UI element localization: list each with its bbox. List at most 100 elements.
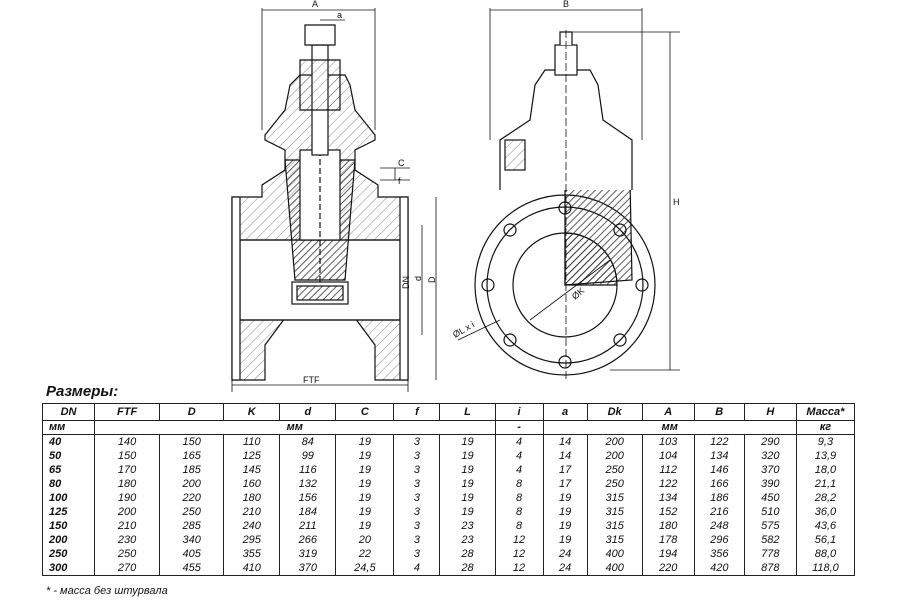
table-cell: 3: [393, 519, 441, 533]
table-cell: 118,0: [795, 561, 856, 576]
dim-label-FTF: FTF: [303, 375, 320, 385]
table-cell: 400: [586, 547, 643, 561]
table-cell: 170: [94, 463, 161, 477]
table-cell: 450: [743, 491, 797, 505]
table-cell: 19: [439, 463, 496, 477]
units-row: мм мм - мм кг: [41, 420, 856, 435]
table-cell: 3: [393, 505, 441, 519]
left-section-view: [231, 24, 409, 381]
table-cell: 420: [693, 561, 745, 576]
table-cell: 17: [542, 477, 588, 491]
table-cell: 146: [693, 463, 745, 477]
table-cell: 122: [693, 434, 745, 449]
table-cell: 21,1: [795, 477, 856, 491]
table-cell: 3: [393, 449, 441, 463]
dn-cell: 80: [41, 477, 96, 491]
table-cell: 99: [279, 449, 337, 463]
table-cell: 145: [223, 463, 281, 477]
table-cell: 320: [743, 449, 797, 463]
col-header: L: [439, 403, 496, 421]
table-cell: 210: [223, 505, 281, 519]
table-cell: 285: [159, 519, 225, 533]
table-cell: 19: [439, 505, 496, 519]
table-cell: 290: [743, 434, 797, 449]
table-cell: 24: [542, 561, 588, 576]
dim-label-DN: DN: [401, 276, 411, 289]
table-cell: 510: [743, 505, 797, 519]
col-header: Масса*: [795, 403, 856, 421]
table-cell: 8: [494, 491, 544, 505]
table-cell: 355: [223, 547, 281, 561]
table-cell: 390: [743, 477, 797, 491]
table-cell: 112: [641, 463, 695, 477]
table-cell: 132: [279, 477, 337, 491]
right-end-view: [474, 30, 656, 380]
table-cell: 14: [542, 434, 588, 449]
table-cell: 400: [586, 561, 643, 576]
table-cell: 104: [641, 449, 695, 463]
table-cell: 405: [159, 547, 225, 561]
table-cell: 210: [94, 519, 161, 533]
col-header: Dk: [586, 403, 643, 421]
col-header: DN: [41, 403, 96, 421]
table-cell: 190: [94, 491, 161, 505]
table-cell: 266: [279, 533, 337, 547]
right-dimension-lines: [457, 8, 680, 371]
table-cell: 24: [542, 547, 588, 561]
table-cell: 185: [159, 463, 225, 477]
table-cell: 43,6: [795, 519, 856, 533]
dn-cell: 65: [41, 463, 96, 477]
dim-label-B: B: [563, 0, 569, 9]
dimensions-heading: Размеры:: [46, 383, 119, 400]
footnote: * - масса без штурвала: [46, 585, 168, 597]
unit-cell: мм: [41, 420, 96, 435]
col-header: i: [494, 403, 544, 421]
col-header: FTF: [94, 403, 161, 421]
col-header: f: [393, 403, 441, 421]
table-cell: 4: [494, 463, 544, 477]
table-cell: 315: [586, 491, 643, 505]
table-cell: 178: [641, 533, 695, 547]
table-cell: 4: [393, 561, 441, 576]
table-cell: 240: [223, 519, 281, 533]
table-cell: 216: [693, 505, 745, 519]
table-cell: 8: [494, 477, 544, 491]
table-cell: 125: [223, 449, 281, 463]
col-header: K: [223, 403, 281, 421]
table-cell: 134: [693, 449, 745, 463]
dn-cell: 125: [41, 505, 96, 519]
table-cell: 12: [494, 547, 544, 561]
table-cell: 28: [439, 561, 496, 576]
table-cell: 3: [393, 463, 441, 477]
table-cell: 296: [693, 533, 745, 547]
table-cell: 778: [743, 547, 797, 561]
table-cell: 211: [279, 519, 337, 533]
col-header: A: [641, 403, 695, 421]
table-cell: 356: [693, 547, 745, 561]
unit-cell: мм: [94, 420, 496, 435]
table-cell: 582: [743, 533, 797, 547]
table-cell: 194: [641, 547, 695, 561]
table-cell: 9,3: [795, 434, 856, 449]
dim-label-f: f: [398, 176, 401, 186]
table-cell: 22: [335, 547, 395, 561]
table-cell: 150: [159, 434, 225, 449]
dn-cell: 50: [41, 449, 96, 463]
col-header: H: [743, 403, 797, 421]
table-cell: 13,9: [795, 449, 856, 463]
table-cell: 3: [393, 491, 441, 505]
table-cell: 18,0: [795, 463, 856, 477]
table-cell: 230: [94, 533, 161, 547]
table-cell: 3: [393, 434, 441, 449]
table-cell: 19: [335, 519, 395, 533]
table-cell: 36,0: [795, 505, 856, 519]
table-cell: 19: [439, 434, 496, 449]
table-cell: 19: [542, 505, 588, 519]
table-cell: 24,5: [335, 561, 395, 576]
dn-cell: 40: [41, 434, 96, 449]
